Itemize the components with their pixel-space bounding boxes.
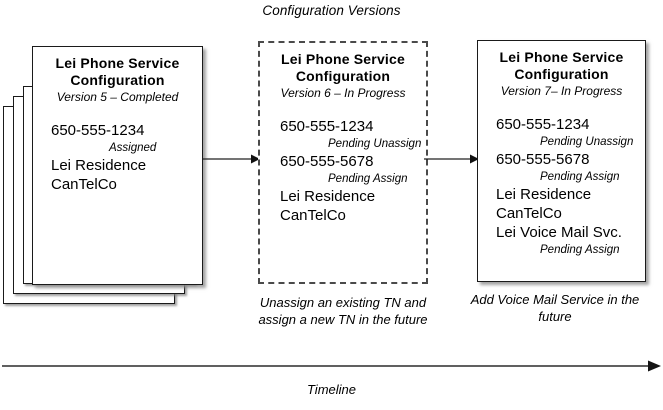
card-version-label: Version 5 – Completed: [56, 90, 179, 104]
card-body: 650-555-1234 Assigned Lei Residence CanT…: [41, 121, 194, 194]
card-title-line-1: Lei Phone Service: [499, 49, 624, 65]
timeline-axis: [2, 358, 661, 374]
card-title-line-2: Configuration: [295, 68, 391, 84]
caption-version-7: Add Voice Mail Service in the future: [470, 292, 640, 324]
card-line-status: Pending Assign: [540, 244, 620, 256]
card-title: Lei Phone Service Configuration: [41, 55, 194, 89]
card-line-value: 650-555-1234: [496, 116, 590, 133]
card-line-value: CanTelCo: [51, 176, 117, 193]
card-line-status: Pending Assign: [540, 171, 620, 183]
card-line-value: CanTelCo: [280, 207, 346, 224]
arrow-v6-to-v7: [424, 152, 479, 164]
card-title-line-2: Configuration: [70, 72, 165, 88]
timeline-label: Timeline: [306, 382, 356, 397]
card-line-value: Lei Residence: [280, 188, 376, 205]
config-card-version-6[interactable]: Lei Phone Service Configuration Version …: [258, 41, 428, 284]
card-title: Lei Phone Service Configuration: [486, 49, 637, 83]
card-title-line-1: Lei Phone Service: [280, 51, 405, 67]
card-line-value: Lei Residence: [496, 186, 592, 203]
card-line-status: Pending Unassign: [540, 136, 634, 148]
card-line-value: CanTelCo: [496, 205, 562, 222]
card-line-status: Assigned: [109, 142, 157, 154]
card-body: 650-555-1234 Pending Unassign 650-555-56…: [268, 117, 422, 225]
card-title: Lei Phone Service Configuration: [268, 51, 418, 85]
card-title-line-1: Lei Phone Service: [55, 55, 180, 71]
timeline-arrow-icon: [2, 360, 661, 372]
config-card-version-7[interactable]: Lei Phone Service Configuration Version …: [477, 40, 646, 282]
card-version-label: Version 7– In Progress: [500, 84, 623, 98]
page-title: Configuration Versions: [262, 3, 401, 18]
card-version-label: Version 6 – In Progress: [280, 86, 406, 100]
card-title-line-2: Configuration: [514, 66, 609, 82]
card-line-status: Pending Unassign: [328, 138, 422, 150]
card-body: 650-555-1234 Pending Unassign 650-555-56…: [486, 115, 637, 258]
config-card-version-5[interactable]: Lei Phone Service Configuration Version …: [32, 46, 203, 285]
card-line-value: Lei Voice Mail Svc.: [496, 224, 622, 241]
arrow-right-icon: [203, 154, 260, 164]
card-line-value: 650-555-5678: [496, 151, 590, 168]
caption-version-6: Unassign an existing TN and assign a new…: [258, 295, 428, 327]
card-line-value: 650-555-1234: [280, 118, 374, 135]
card-line-value: 650-555-1234: [51, 122, 145, 139]
arrow-right-icon: [424, 154, 479, 164]
card-line-value: 650-555-5678: [280, 153, 374, 170]
arrow-v5-to-v6: [203, 152, 260, 164]
card-line-status: Pending Assign: [328, 173, 408, 185]
card-line-value: Lei Residence: [51, 157, 147, 174]
